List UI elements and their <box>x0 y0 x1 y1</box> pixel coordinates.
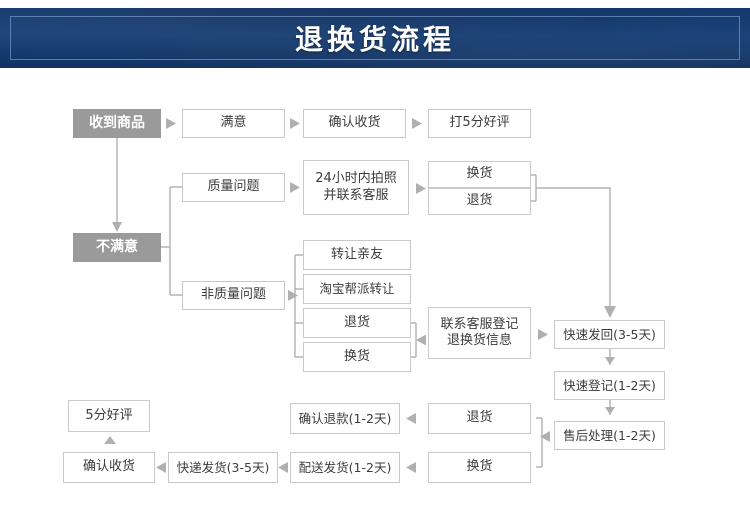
node-confirm-receipt-bottom[interactable]: 确认收货 <box>63 452 155 483</box>
node-confirm-receipt-top[interactable]: 确认收货 <box>303 109 406 138</box>
node-taobao-group-transfer[interactable]: 淘宝帮派转让 <box>303 274 411 304</box>
node-non-quality-issue[interactable]: 非质量问题 <box>182 281 285 310</box>
header-banner: 退换货流程 <box>0 8 750 68</box>
node-return-bottom[interactable]: 退货 <box>428 403 531 434</box>
node-satisfied[interactable]: 满意 <box>182 109 285 138</box>
arrow-contactcs-options <box>416 334 426 346</box>
arrow-fastreg-aftersale <box>605 407 615 415</box>
arrow-confirm-rate5b <box>104 436 116 444</box>
arrow-received-dissatisfied <box>112 222 122 232</box>
arrow-confirm-rate <box>412 118 422 129</box>
node-confirm-refund[interactable]: 确认退款(1-2天) <box>290 403 400 434</box>
arrow-photo-exchange <box>416 183 426 194</box>
node-exchange-quality[interactable]: 换货 <box>428 161 531 188</box>
node-return-quality[interactable]: 退货 <box>428 188 531 215</box>
node-exchange-bottom[interactable]: 换货 <box>428 452 531 483</box>
node-five-star-review-bottom[interactable]: 5分好评 <box>68 400 150 432</box>
node-dissatisfied[interactable]: 不满意 <box>73 233 161 262</box>
arrow-exchange3-delivery <box>406 462 416 473</box>
node-transfer-to-friend[interactable]: 转让亲友 <box>303 240 411 270</box>
arrow-return3-refund <box>406 413 416 424</box>
arrow-delivery-express <box>278 462 288 473</box>
arrow-satisfied-confirm <box>290 118 300 129</box>
node-contact-customer-service[interactable]: 联系客服登记 退换货信息 <box>428 307 531 359</box>
node-fast-send-back[interactable]: 快速发回(3-5天) <box>554 320 665 349</box>
node-delivery-shipment[interactable]: 配送发货(1-2天) <box>290 452 400 483</box>
node-exchange-nonquality[interactable]: 换货 <box>303 342 411 372</box>
arrow-express-confirm <box>156 462 166 473</box>
arrow-nonquality-options <box>288 290 298 301</box>
arrow-merge-fastsend <box>604 306 616 318</box>
node-after-sales-processing[interactable]: 售后处理(1-2天) <box>554 421 665 450</box>
node-five-star-review-top[interactable]: 打5分好评 <box>428 109 531 138</box>
arrow-quality-photo <box>290 182 300 193</box>
page-title: 退换货流程 <box>294 23 455 56</box>
arrow-contactcs-fastsend <box>538 329 548 340</box>
edge-merge-to-fastsend <box>536 187 611 311</box>
arrow-aftersale-returns <box>540 431 550 442</box>
arrow-received-satisfied <box>166 118 176 129</box>
node-return-nonquality[interactable]: 退货 <box>303 308 411 338</box>
node-received-product[interactable]: 收到商品 <box>73 109 161 138</box>
node-fast-registration[interactable]: 快速登记(1-2天) <box>554 371 665 400</box>
node-photo-within-24h[interactable]: 24小时内拍照 并联系客服 <box>303 160 409 215</box>
arrow-fastsend-fastreg <box>605 357 615 365</box>
node-express-shipment[interactable]: 快递发货(3-5天) <box>168 452 278 483</box>
node-quality-issue[interactable]: 质量问题 <box>182 173 285 202</box>
